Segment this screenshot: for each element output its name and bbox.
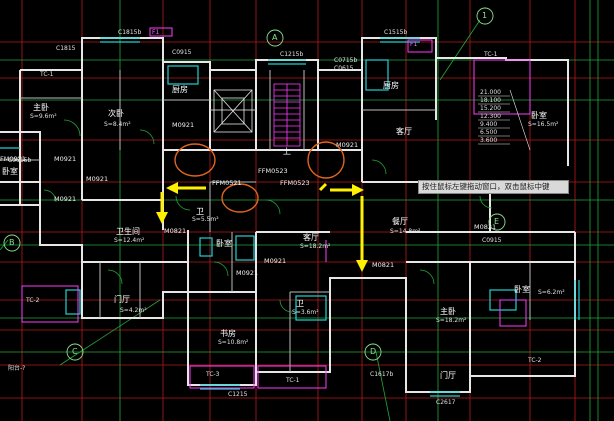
door-tag: FM0921 — [0, 155, 26, 163]
balcony-note: 阳台-? — [8, 365, 26, 372]
yellow-arrows — [156, 182, 368, 272]
elevation-value: 12.300 — [480, 113, 501, 120]
room-area-label: S=4.2m² — [120, 307, 147, 314]
fire-door-tag: FFM0523 — [280, 179, 310, 187]
room-area-label: S=9.6m² — [30, 113, 57, 120]
grid-axis-label: C — [72, 347, 78, 356]
window-tag: C0715b — [334, 57, 358, 64]
elevation-value: 21.000 — [480, 89, 501, 96]
room-area-label: S=14.8m² — [390, 228, 421, 235]
balcony-tag: TC-1 — [40, 71, 54, 78]
grid-axis-label: A — [272, 33, 278, 42]
grid-axis-label: D — [370, 347, 377, 356]
stair-core — [213, 89, 253, 133]
elevation-value: 18.100 — [480, 97, 501, 104]
door-tag: M0821 — [164, 227, 187, 235]
door-tag: M0821 — [474, 223, 497, 231]
stair-treads — [273, 83, 301, 147]
room-label-kitchen-top: 厨房 — [172, 85, 188, 94]
room-label-bed-bottom-right: 卧室 — [514, 285, 530, 294]
balcony-tag: TC-1 — [484, 51, 498, 58]
stair-up-label: 上 — [283, 147, 291, 156]
layer-marker: F1 — [410, 41, 418, 48]
room-label-hall-right: 门厅 — [440, 371, 456, 380]
room-label-bed-far-left: 卧室 — [2, 167, 18, 176]
window-tag: C0915 — [172, 49, 192, 56]
door-tag: M0821 — [372, 261, 395, 269]
room-label-hall-left: 门厅 — [114, 295, 130, 304]
grid-axis-label: E — [494, 217, 500, 226]
room-area-label: S=3.6m² — [292, 309, 319, 316]
grid-axis-label: B — [9, 238, 15, 247]
grid-bubble-circles — [3, 7, 506, 361]
room-label-bath-bottom: 卫 — [296, 299, 304, 308]
pan-tooltip: 按住鼠标左键拖动窗口，双击鼠标中键 — [418, 180, 569, 194]
door-swings — [43, 119, 493, 313]
window-tag: C1815b — [118, 29, 142, 36]
elevation-value: 9.400 — [480, 121, 498, 128]
room-label-living-main: 客厅 — [303, 233, 319, 242]
window-tag: C0615 — [334, 65, 354, 72]
room-area-label: S=12.4m² — [114, 237, 145, 244]
room-area-label: S=18.2m² — [436, 317, 467, 324]
room-label-dining-right: 餐厅 — [392, 217, 408, 226]
elevation-value: 15.200 — [480, 105, 501, 112]
balcony-rails — [21, 27, 531, 389]
room-label-bed-right-top: 卧室 — [531, 111, 547, 120]
door-tag: M0921 — [336, 141, 359, 149]
balcony-tag: TC-2 — [528, 357, 542, 364]
window-openings — [0, 37, 580, 397]
room-label-living-right: 客厅 — [396, 127, 412, 136]
door-tag: M0921 — [86, 175, 109, 183]
door-tag: M0921 — [172, 121, 195, 129]
room-area-label: S=16.5m² — [528, 121, 559, 128]
window-tag: C2617 — [436, 399, 456, 406]
window-tag: C1215 — [228, 391, 248, 398]
window-tag: C1617b — [370, 371, 394, 378]
room-label-kitchen-right: 厨房 — [383, 81, 399, 90]
room-label-master-bed-right: 主卧 — [440, 307, 456, 316]
window-tag: C1515b — [384, 29, 408, 36]
door-tag: M0921 — [54, 155, 77, 163]
elevation-value: 6.500 — [480, 129, 498, 136]
room-label-bath-left: 卫生间 — [116, 227, 140, 236]
room-area-label: S=10.8m² — [218, 339, 249, 346]
door-tag: M0921 — [264, 257, 287, 265]
window-tag: C0615b — [8, 157, 32, 164]
room-label-master-bed-left: 主卧 — [33, 103, 49, 112]
window-tag: C1215b — [280, 51, 304, 58]
door-tag: M0921 — [54, 195, 77, 203]
orange-markup-circles — [174, 141, 345, 213]
elevation-leaders — [478, 89, 531, 151]
room-area-label: S=6.2m² — [538, 289, 565, 296]
room-label-bed-bottom-mid: 卧室 — [216, 239, 232, 248]
partitions — [0, 70, 531, 372]
balcony-tag: TC-3 — [206, 371, 220, 378]
window-tag: C0915 — [482, 237, 502, 244]
balcony-tag: TC-2 — [26, 297, 40, 304]
balcony-tag: TC-1 — [286, 377, 300, 384]
fire-door-tag: FFM0521 — [212, 179, 242, 187]
room-area-label: S=5.5m² — [192, 216, 219, 223]
room-area-label: S=18.2m² — [300, 243, 331, 250]
room-label-bath-mid: 卫 — [196, 207, 204, 216]
layer-marker: F1 — [152, 29, 160, 36]
window-tag: C1815 — [56, 45, 76, 52]
grid-axis-label: 1 — [482, 11, 488, 20]
door-tag: M0921 — [236, 269, 259, 277]
elevation-value: 3.600 — [480, 137, 498, 144]
room-area-label: S=8.4m² — [104, 121, 131, 128]
fire-door-tag: FFM0523 — [258, 167, 288, 175]
room-label-bed-left-mid: 次卧 — [108, 109, 124, 118]
room-label-study: 书房 — [220, 329, 236, 338]
